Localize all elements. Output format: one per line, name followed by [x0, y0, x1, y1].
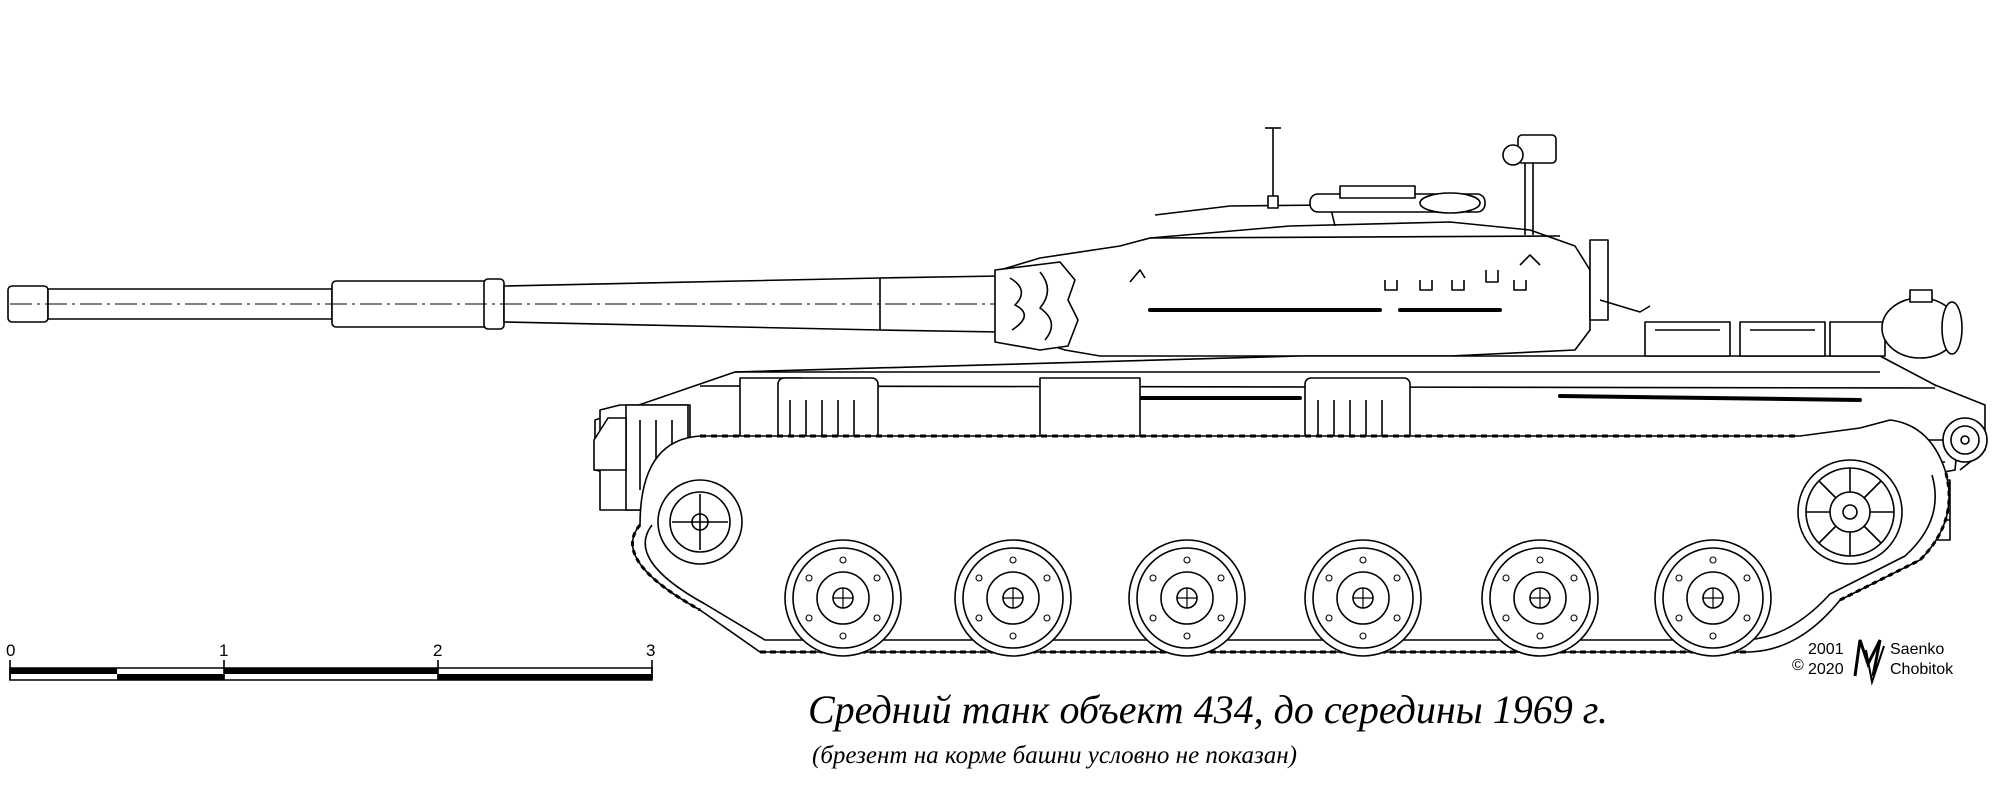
road-wheel-1 — [785, 540, 901, 656]
scale-label-1: 1 — [219, 641, 228, 660]
drive-sprocket — [1798, 460, 1902, 564]
scale-bar: 0 1 2 3 — [6, 641, 655, 680]
road-wheel-2 — [955, 540, 1071, 656]
road-wheel-6 — [1655, 540, 1771, 656]
gun-barrel — [8, 276, 1000, 332]
front-fender — [594, 418, 626, 470]
drawing-title: Средний танк объект 434, до середины 196… — [808, 687, 1608, 732]
author-monogram-icon — [1855, 640, 1884, 682]
scale-label-2: 2 — [433, 641, 442, 660]
road-wheels — [785, 540, 1771, 656]
idler-wheel — [658, 480, 742, 564]
drawing-subtitle: (брезент на корме башни условно не показ… — [812, 742, 1297, 769]
credit-year-1: 2001 — [1808, 641, 1844, 658]
copyright-symbol: © — [1792, 657, 1804, 674]
road-wheel-4 — [1305, 540, 1421, 656]
turret — [995, 128, 1650, 356]
credit-author-1: Saenko — [1890, 641, 1944, 658]
credits-block: © 2001 2020 Saenko Chobitok — [1792, 640, 1954, 682]
scale-label-3: 3 — [646, 641, 655, 660]
rear-hull — [1935, 385, 1987, 470]
credit-author-2: Chobitok — [1890, 661, 1954, 678]
credit-year-2: 2020 — [1808, 661, 1844, 678]
road-wheel-3 — [1129, 540, 1245, 656]
road-wheel-5 — [1482, 540, 1598, 656]
scale-label-0: 0 — [6, 641, 15, 660]
